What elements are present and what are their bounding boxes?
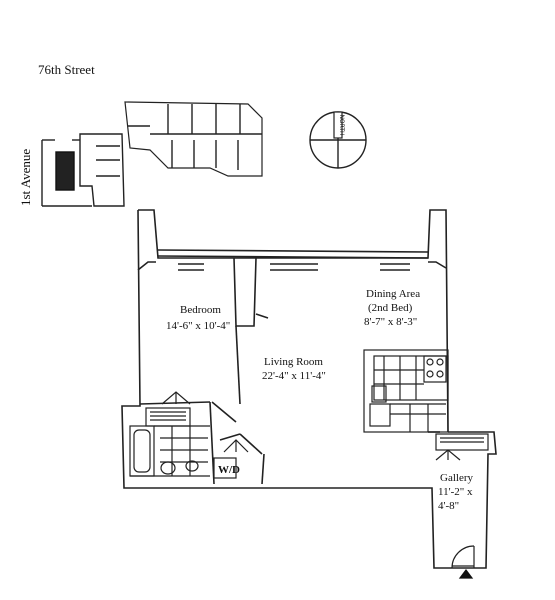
washer-dryer-label: W/D <box>218 464 240 476</box>
gallery-dims-line2: 4'-8" <box>438 500 460 512</box>
kitchen-counter <box>363 349 449 433</box>
building-key-plan <box>41 101 263 207</box>
gallery-closet <box>435 433 489 461</box>
washer-dryer-closet <box>213 439 249 479</box>
closets <box>145 391 191 427</box>
living-room-label: Living Room <box>264 356 323 368</box>
dining-area-dims: 8'-7" x 8'-3" <box>364 316 418 328</box>
gallery-label: Gallery <box>440 472 473 484</box>
street-label-side: 1st Avenue <box>18 148 33 206</box>
dining-area-sub: (2nd Bed) <box>368 302 413 314</box>
gallery-dims-line1: 11'-2" x <box>438 486 473 498</box>
living-room-dims: 22'-4" x 11'-4" <box>262 370 326 382</box>
north-compass-icon <box>309 111 367 169</box>
bedroom-label: Bedroom <box>180 304 221 316</box>
bedroom-dims: 14'-6" x 10'-4" <box>166 320 231 332</box>
street-label-top: 76th Street <box>38 62 95 77</box>
entry-door <box>451 545 475 579</box>
dining-area-label: Dining Area <box>366 288 421 300</box>
compass-north-label: NORTH <box>338 114 345 135</box>
unit-walls <box>121 209 497 569</box>
bathroom-fixtures <box>129 425 210 477</box>
